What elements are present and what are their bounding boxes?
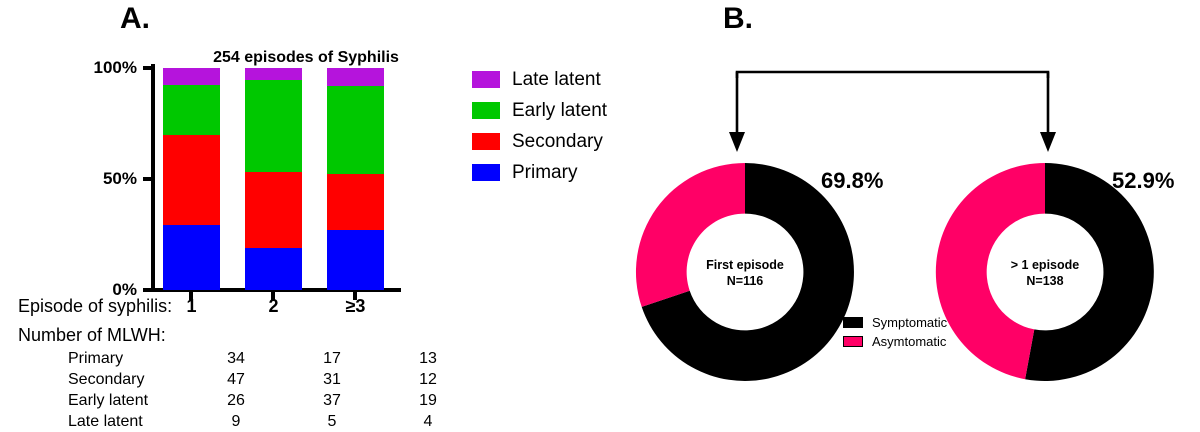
legend-swatch-secondary — [472, 133, 500, 150]
x-axis-line — [151, 288, 401, 292]
legend-swatch-primary — [472, 164, 500, 181]
counts-cell: 19 — [419, 391, 437, 409]
table-row: Secondary 47 31 12 — [60, 369, 476, 390]
bar-episode-3plus — [327, 68, 384, 290]
donut-center-n: N=116 — [726, 274, 764, 288]
bar-segment-early-latent — [327, 86, 384, 175]
counts-cell: 12 — [419, 370, 437, 388]
bar-segment-early-latent — [163, 85, 220, 136]
bar-segment-primary — [327, 229, 384, 290]
counts-table: Primary 34 17 13 Secondary 47 31 12 Earl… — [60, 348, 476, 432]
legend-label-late-latent: Late latent — [512, 68, 601, 90]
x-category-label-3: ≥3 — [345, 296, 366, 316]
panel-a-letter: A. — [120, 2, 150, 35]
y-tick-label-0: 0% — [112, 280, 137, 299]
bar-segment-secondary — [245, 171, 302, 249]
counts-row-label-secondary: Secondary — [68, 370, 145, 388]
donut-center-label-more-than-one-episode: > 1 episode N=138 — [985, 257, 1105, 289]
legend-label-symptomatic: Symptomatic — [872, 315, 948, 330]
table-row: Late latent 9 5 4 — [60, 411, 476, 432]
y-tick-mark-0 — [143, 288, 152, 292]
counts-row-label-primary: Primary — [68, 349, 124, 367]
legend-item-secondary: Secondary — [472, 126, 607, 157]
table-row: Early latent 26 37 19 — [60, 390, 476, 411]
counts-cell: 17 — [323, 349, 341, 367]
bar-segment-primary — [245, 248, 302, 290]
bar-segment-secondary — [327, 174, 384, 230]
legend-swatch-early-latent — [472, 102, 500, 119]
bar-segment-early-latent — [245, 80, 302, 172]
panel-a-legend: Late latent Early latent Secondary Prima… — [472, 64, 607, 188]
donut-percent-label-more-than-one-episode: 52.9% — [1112, 168, 1175, 193]
panel-b-title: 254 episodes of Syphilis — [213, 49, 399, 66]
x-category-label-2: 2 — [268, 296, 279, 316]
x-tick-mark-1 — [189, 292, 193, 300]
counts-cell: 4 — [423, 412, 433, 430]
bar-segment-secondary — [163, 135, 220, 225]
donut-percent-label-first-episode: 69.8% — [821, 168, 884, 193]
panel-a: A. 100% 50% 0% — [0, 0, 607, 430]
y-tick-mark-100 — [143, 66, 152, 70]
legend-swatch-late-latent — [472, 71, 500, 88]
panel-b-legend: Symptomatic Asymtomatic — [843, 313, 947, 351]
table-row: Primary 34 17 13 — [60, 348, 476, 369]
counts-cell: 9 — [231, 412, 241, 430]
legend-label-early-latent: Early latent — [512, 99, 608, 121]
legend-item-symptomatic: Symptomatic — [843, 313, 947, 332]
counts-cell: 13 — [419, 349, 437, 367]
legend-label-asymptomatic: Asymtomatic — [872, 334, 947, 349]
counts-cell: 37 — [323, 391, 341, 409]
bar-segment-late-latent — [245, 68, 302, 81]
panel-b-letter: B. — [723, 2, 753, 35]
legend-swatch-asymptomatic — [843, 336, 863, 347]
arrowhead-right — [1040, 132, 1056, 152]
donut-center-n: N=138 — [1026, 274, 1064, 288]
counts-row-label-early-latent: Early latent — [68, 391, 149, 409]
x-tick-mark-2 — [271, 292, 275, 300]
counts-cell: 47 — [227, 370, 245, 388]
y-tick-label-100: 100% — [93, 58, 137, 77]
donut-center-title: > 1 episode — [1010, 258, 1080, 272]
counts-cell: 34 — [227, 349, 245, 367]
legend-item-primary: Primary — [472, 157, 607, 188]
legend-item-asymptomatic: Asymtomatic — [843, 332, 947, 351]
counts-cell: 26 — [227, 391, 245, 409]
legend-item-early-latent: Early latent — [472, 95, 607, 126]
x-category-label-1: 1 — [186, 296, 197, 316]
donut-center-label-first-episode: First episode N=116 — [685, 257, 805, 289]
legend-item-late-latent: Late latent — [472, 64, 607, 95]
legend-label-primary: Primary — [512, 161, 578, 183]
y-tick-mark-50 — [143, 177, 152, 181]
bar-episode-1 — [163, 68, 220, 290]
bar-segment-late-latent — [163, 68, 220, 86]
arrowhead-left — [729, 132, 745, 152]
y-tick-label-50: 50% — [102, 169, 137, 188]
legend-label-secondary: Secondary — [512, 130, 603, 152]
counts-row-label-late-latent: Late latent — [68, 412, 143, 430]
number-of-mlwh-label: Number of MLWH: — [18, 325, 166, 345]
bar-segment-primary — [163, 224, 220, 290]
counts-cell: 31 — [323, 370, 341, 388]
episode-of-syphilis-label: Episode of syphilis: — [18, 296, 173, 316]
bar-episode-2 — [245, 68, 302, 290]
counts-cell: 5 — [327, 412, 337, 430]
legend-swatch-symptomatic — [843, 317, 863, 328]
bar-segment-late-latent — [327, 68, 384, 87]
donut-center-title: First episode — [706, 258, 784, 272]
x-tick-mark-3 — [353, 292, 357, 300]
y-axis-line — [151, 64, 155, 292]
